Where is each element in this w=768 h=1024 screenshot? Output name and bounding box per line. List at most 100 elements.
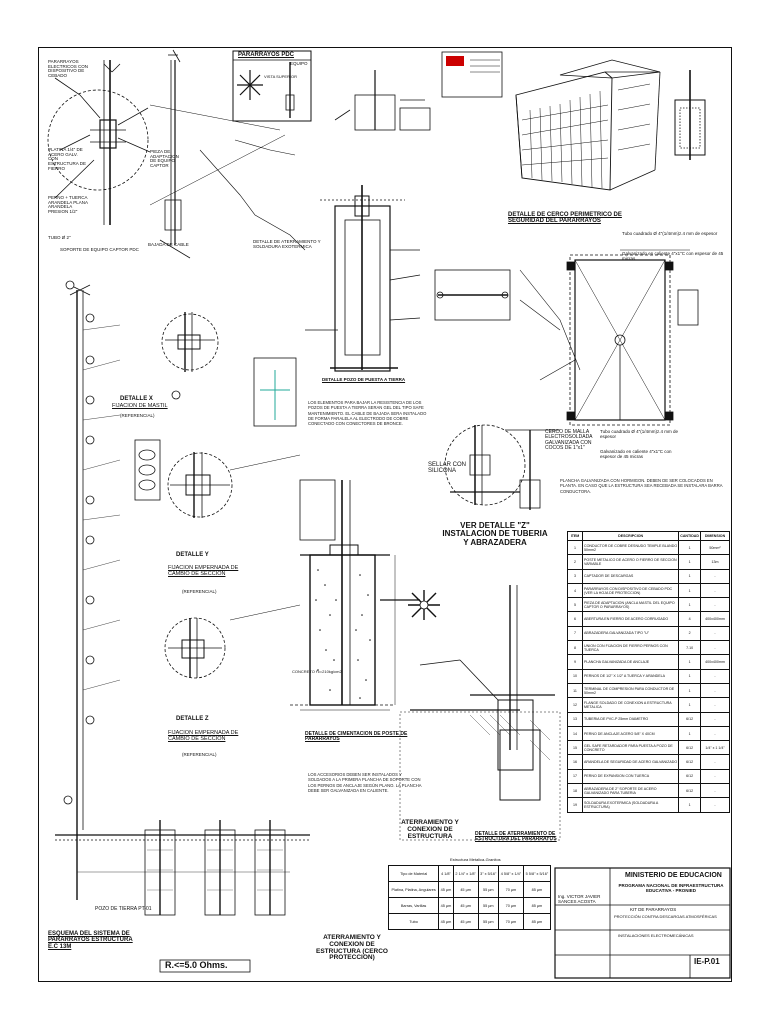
materials-header-cell: 5 5/8" x 5/16" bbox=[522, 865, 552, 882]
bom-cell: PERNOS DE 1/2" X 1/2" A TUERCA Y ARANDEL… bbox=[581, 668, 680, 684]
pararrayos-label: PARARRAYOS ELECTRICOS CON DISPOSITIVO DE… bbox=[48, 59, 89, 79]
bom-cell: POSTE METALICO DE ACERO O FIERRO DE SECC… bbox=[581, 554, 680, 570]
materials-header-cell: Tipo de Material bbox=[387, 865, 440, 882]
bom-cell: - bbox=[700, 640, 730, 656]
mast-elevation bbox=[69, 284, 91, 830]
bom-cell: 6/12 bbox=[678, 740, 701, 756]
grounding-rods-elevation bbox=[55, 820, 310, 916]
resistance-label: R.<=5.0 Ohms. bbox=[165, 960, 228, 970]
bom-cell: PERNO DE EXPANSION CON TUERCA bbox=[581, 768, 680, 785]
plan-code: IE-P.01 bbox=[694, 957, 720, 966]
bom-cell: CONDUCTOR DE COBRE DESNUDO TEMPLE BLANDO… bbox=[581, 539, 680, 556]
bom-cell: - bbox=[700, 625, 730, 642]
bom-cell: - bbox=[700, 582, 730, 599]
bom-cell: 1 bbox=[678, 668, 701, 684]
bom-cell: 5 bbox=[567, 597, 583, 613]
bom-cell: 14 bbox=[567, 725, 583, 742]
bom-cell: 4 bbox=[678, 611, 701, 627]
bom-cell: 11 bbox=[567, 682, 583, 699]
bom-cell: - bbox=[700, 697, 730, 713]
z-installation-title: VER DETALLE "Z" INSTALACION DE TUBERIA Y… bbox=[442, 521, 548, 547]
bom-cell: PARARRAYOS CON DISPOSITIVO DE CEBADO PDC… bbox=[581, 582, 680, 599]
materials-title: Estructura Metalica-Granitos bbox=[450, 857, 501, 862]
bom-cell: ABRAZADERA GALVANIZADA TIPO "U" bbox=[581, 625, 680, 642]
galvanizado-1: Galvanizado en caliente 4"x1"C con espes… bbox=[622, 251, 724, 261]
note-3: PLANCHA GALVANIZADA CON HORMIGON. DEBEN … bbox=[560, 478, 723, 494]
fence-3d-perspective bbox=[515, 59, 661, 191]
detail-y-title: DETALLE Y bbox=[176, 552, 209, 558]
materials-cell: 70 µm bbox=[497, 913, 524, 930]
detail-z-title: DETALLE Z bbox=[176, 716, 209, 722]
materials-cell: 85 µm bbox=[522, 913, 552, 930]
bom-cell: TUBERIA DE PVC-P 25mm DIAMETRO bbox=[581, 711, 680, 727]
bom-cell: 1 bbox=[678, 725, 701, 742]
materials-cell: 45 µm bbox=[452, 881, 479, 898]
bom-cell: 6/12 bbox=[678, 768, 701, 785]
pdc-title: PARARRAYOS PDC bbox=[238, 52, 295, 58]
detail-x-circle bbox=[161, 312, 219, 372]
bom-cell: SOLDADURA EXOTERMICA (SOLDADURA A ESTRUC… bbox=[581, 797, 680, 813]
engineer-label: Ing. VICTOR JAVIER SANCES ACOSTA bbox=[558, 894, 601, 904]
materials-cell: 45 µm bbox=[452, 897, 479, 914]
bom-cell: 17 bbox=[567, 768, 583, 785]
bom-cell: 18 bbox=[567, 783, 583, 799]
materials-cell: Barras, Varillas bbox=[387, 897, 440, 914]
detail-y-ref: (REFERENCIAL) bbox=[182, 589, 217, 594]
detail-y-circle bbox=[167, 452, 233, 518]
kit-label: KIT DE PARARRAYOS bbox=[630, 907, 677, 912]
captor-circle-detail bbox=[47, 60, 151, 225]
installation-label: INSTALACIONES ELECTROMECÁNICAS bbox=[618, 933, 694, 938]
concreto-label: CONCRETO f'c=210kg/cm2 bbox=[292, 669, 342, 674]
bom-cell: 6 bbox=[567, 611, 583, 627]
bom-cell: - bbox=[700, 725, 730, 742]
materials-header-cell: 4 5/8" x 1/4" bbox=[497, 865, 524, 882]
note-1: LOS ELEMENTOS PARA BAJAR LA RESISTENCIA … bbox=[308, 400, 427, 426]
materials-cell: 45 µm bbox=[438, 881, 454, 898]
foundation-title: DETALLE DE CIMENTACION DE POSTE DE PARAR… bbox=[305, 731, 408, 743]
fence-ground-title: ATERRAMIENTO Y CONEXION DE ESTRUCTURA (C… bbox=[316, 934, 388, 962]
bom-cell: 1 bbox=[678, 554, 701, 570]
bom-cell: 13 bbox=[567, 711, 583, 727]
materials-cell: Tubo bbox=[387, 913, 440, 930]
materials-cell: 70 µm bbox=[497, 897, 524, 914]
bom-header-qty: CANTIDAD bbox=[678, 531, 701, 541]
galvanizado-2: Galvanizado en caliente 4"x1"C con espes… bbox=[600, 449, 672, 459]
bom-header-row: ITEM DESCRIPCION CANTIDAD DIMENSION bbox=[567, 531, 730, 541]
bom-header-item: ITEM bbox=[567, 531, 583, 541]
vista-label: VISTA SUPERIOR bbox=[264, 74, 298, 79]
bom-cell: - bbox=[700, 711, 730, 727]
title-block bbox=[554, 867, 731, 979]
bom-cell: 10 bbox=[567, 668, 583, 684]
bom-cell: 7 bbox=[567, 625, 583, 642]
bom-cell: - bbox=[700, 768, 730, 785]
mast-top-captor bbox=[159, 49, 191, 259]
bom-cell: 1 bbox=[678, 582, 701, 599]
bom-cell: 1 bbox=[567, 539, 583, 556]
sellar-label: SELLAR CON SILICONA bbox=[428, 462, 467, 475]
bom-cell: - bbox=[700, 783, 730, 799]
perimeter-title: DETALLE DE CERCO PERIMETRICO DE SEGURIDA… bbox=[508, 212, 622, 225]
bom-cell: GEL SAFE RETARDADOR PARA PUESTA A POZO D… bbox=[581, 740, 680, 756]
bom-cell: 2 bbox=[567, 554, 583, 570]
materials-cell: 55 µm bbox=[477, 881, 499, 898]
grounding2-title: DETALLE DE ATERRAMIENTO DE ESTRUCTURA DE… bbox=[475, 831, 557, 843]
bom-cell: - bbox=[700, 668, 730, 684]
bom-cell: - bbox=[700, 754, 730, 770]
